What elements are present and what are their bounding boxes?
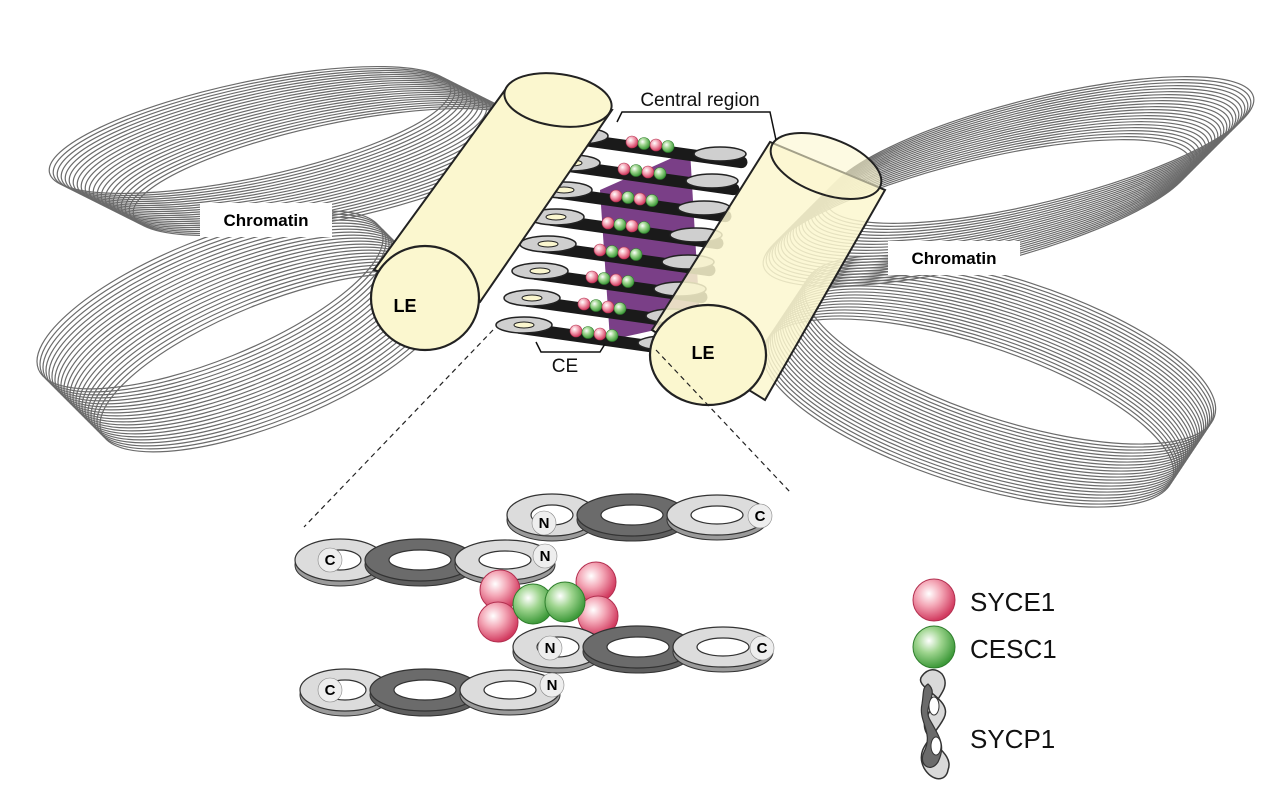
chromatin-label-right-bg	[888, 241, 1020, 275]
zoom-line-right	[655, 349, 791, 493]
syce1-sphere	[593, 327, 607, 341]
central-region-label: Central region	[640, 90, 759, 111]
cesc1-sphere	[637, 221, 651, 234]
legend-label-syce1: SYCE1	[970, 587, 1055, 617]
cesc1-sphere	[605, 329, 619, 342]
chromatin-loop	[781, 288, 1195, 478]
legend-label-cesc1: CESC1	[970, 634, 1057, 664]
filament-hole	[513, 321, 535, 329]
pink-sphere-icon	[912, 578, 956, 622]
ce-label: CE	[552, 356, 578, 377]
c-terminus-label: C	[755, 508, 766, 525]
chromatin-label-left-bg	[200, 203, 332, 237]
chromatin-loop	[75, 249, 423, 429]
cesc1-sphere	[645, 194, 659, 207]
cesc1-sphere	[621, 275, 635, 288]
filament-hole	[529, 267, 551, 275]
sycp1-ring-hole	[478, 550, 532, 570]
cesc1-sphere	[629, 248, 643, 261]
c-terminus-label: C	[325, 682, 336, 699]
cesc1-sphere	[589, 299, 603, 312]
terminus-marker	[537, 635, 563, 661]
cesc1-sphere	[637, 137, 651, 150]
central-region-filaments	[495, 127, 748, 358]
syce1-sphere	[609, 189, 623, 203]
c-terminus-label: C	[325, 552, 336, 569]
sycp1-dimer-icon	[919, 669, 950, 780]
n-terminus-label: N	[540, 548, 551, 565]
cesc1-sphere	[613, 218, 627, 231]
chromatin-loop	[777, 294, 1191, 484]
terminus-marker	[532, 543, 558, 569]
terminus-marker	[317, 677, 343, 703]
filament-hole	[521, 294, 543, 302]
terminus-marker	[749, 635, 775, 661]
filament-hole	[537, 240, 559, 248]
n-terminus-label: N	[545, 640, 556, 657]
syce1-sphere	[617, 162, 631, 176]
cesc1-sphere	[629, 164, 643, 177]
chromatin-label-left: Chromatin	[224, 211, 309, 230]
filament-light	[693, 146, 747, 162]
chromatin-loop	[69, 243, 417, 423]
cesc1-sphere	[581, 326, 595, 339]
cesc1-sphere	[661, 140, 675, 153]
syce1-sphere	[593, 243, 607, 257]
lateral-element-left	[369, 72, 614, 352]
chromatin-loop	[63, 237, 411, 417]
cesc1-sphere	[544, 581, 586, 623]
terminus-marker	[531, 510, 557, 536]
chromatin-loop	[72, 246, 420, 426]
syce1-sphere	[585, 270, 599, 284]
filament-hole	[545, 213, 567, 221]
sycp1-ring-hole	[690, 505, 744, 525]
syce1-sphere	[641, 165, 655, 179]
syce1-sphere	[649, 138, 663, 152]
syce1-sphere	[477, 601, 519, 643]
sycp1-ring-hole	[600, 504, 664, 526]
filament-light	[685, 173, 739, 189]
chromatin-label-right: Chromatin	[912, 249, 997, 268]
lateral-element-right	[648, 132, 887, 407]
sycp1-ring-hole	[483, 680, 537, 700]
terminus-marker	[317, 547, 343, 573]
n-terminus-label: N	[539, 515, 550, 532]
zoomed-detail: N C N C N C N C	[294, 493, 775, 717]
syce1-sphere	[577, 297, 591, 311]
filament-light	[677, 200, 731, 216]
terminus-marker	[539, 672, 565, 698]
legend: SYCE1 CESC1 SYCP1	[912, 578, 1057, 780]
green-sphere-icon	[912, 625, 956, 669]
zoom-line-left	[303, 329, 494, 528]
c-terminus-label: C	[757, 640, 768, 657]
sycp1-ring-hole	[606, 636, 670, 658]
sycp1-ring-hole	[388, 549, 452, 571]
cesc1-sphere	[621, 191, 635, 204]
cesc1-sphere	[597, 272, 611, 285]
central-region-bracket	[616, 111, 777, 141]
sycp1-ring-hole	[393, 679, 457, 701]
le-label-right: LE	[691, 343, 714, 363]
syce1-sphere	[601, 300, 615, 314]
syce1-sphere	[617, 246, 631, 260]
terminus-marker	[747, 503, 773, 529]
syce1-sphere	[609, 273, 623, 287]
syce1-sphere	[633, 192, 647, 206]
legend-label-sycp1: SYCP1	[970, 724, 1055, 754]
cesc1-sphere	[653, 167, 667, 180]
ce-bracket	[535, 341, 606, 353]
syce1-sphere	[569, 324, 583, 338]
le-label-left: LE	[393, 296, 416, 316]
sycp1-ring-hole	[696, 637, 750, 657]
syce1-sphere	[601, 216, 615, 230]
cesc1-sphere	[605, 245, 619, 258]
cesc1-sphere	[613, 302, 627, 315]
syce1-sphere	[625, 219, 639, 233]
chromatin-loop	[66, 240, 414, 420]
n-terminus-label: N	[547, 677, 558, 694]
syce1-sphere	[625, 135, 639, 149]
chromatin-loop	[779, 291, 1193, 481]
